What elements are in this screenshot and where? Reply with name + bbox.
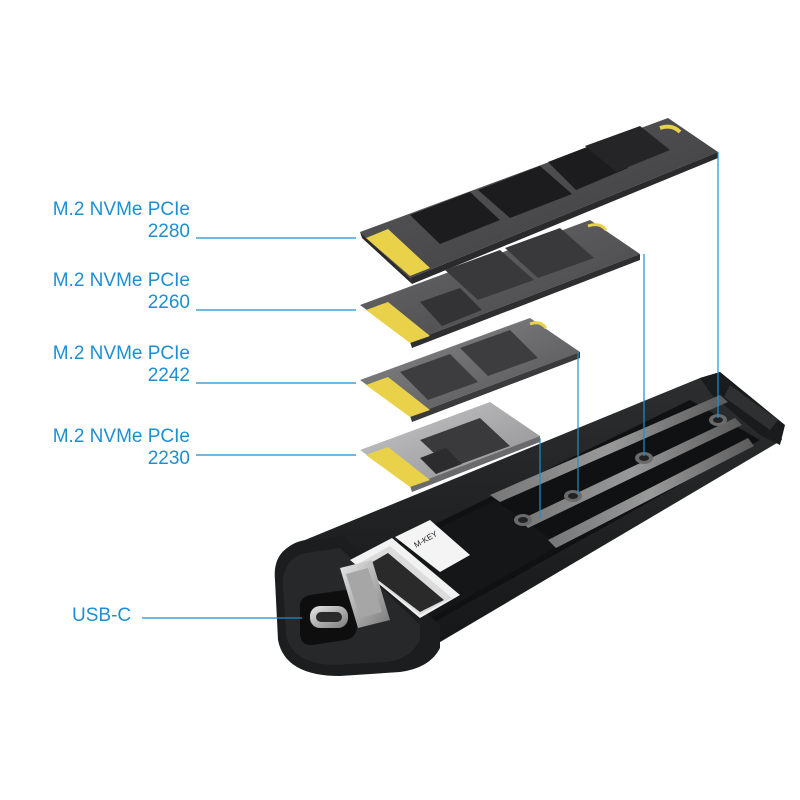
- label-ssd-2260-type: M.2 NVMe PCIe: [52, 270, 190, 291]
- label-ssd-2230-type: M.2 NVMe PCIe: [52, 426, 190, 447]
- ssd-2280: [360, 118, 718, 284]
- label-ssd-2280-type: M.2 NVMe PCIe: [52, 199, 190, 220]
- guide-lines: [539, 152, 719, 518]
- label-usb-c: USB-C: [72, 605, 132, 626]
- label-ssd-2280: M.2 NVMe PCIe 2280: [53, 199, 190, 243]
- ssd-2242: [360, 318, 580, 422]
- ssd-2260: [360, 220, 640, 348]
- label-ssd-2230-size: 2230: [147, 448, 190, 469]
- m2-connector: M-KEY: [350, 520, 470, 618]
- label-ssd-2230: M.2 NVMe PCIe 2230: [53, 426, 190, 470]
- label-ssd-2242-size: 2242: [147, 365, 190, 386]
- label-ssd-2260: M.2 NVMe PCIe 2260: [53, 270, 190, 314]
- leader-lines: [142, 237, 356, 619]
- label-ssd-2280-size: 2280: [147, 221, 190, 242]
- label-ssd-2260-size: 2260: [147, 292, 190, 313]
- ssd-2230: [360, 402, 540, 492]
- screw-holes: [514, 414, 727, 526]
- label-ssd-2242: M.2 NVMe PCIe 2242: [53, 343, 190, 387]
- label-ssd-2242-type: M.2 NVMe PCIe: [52, 343, 190, 364]
- usb-c-port: [299, 560, 390, 646]
